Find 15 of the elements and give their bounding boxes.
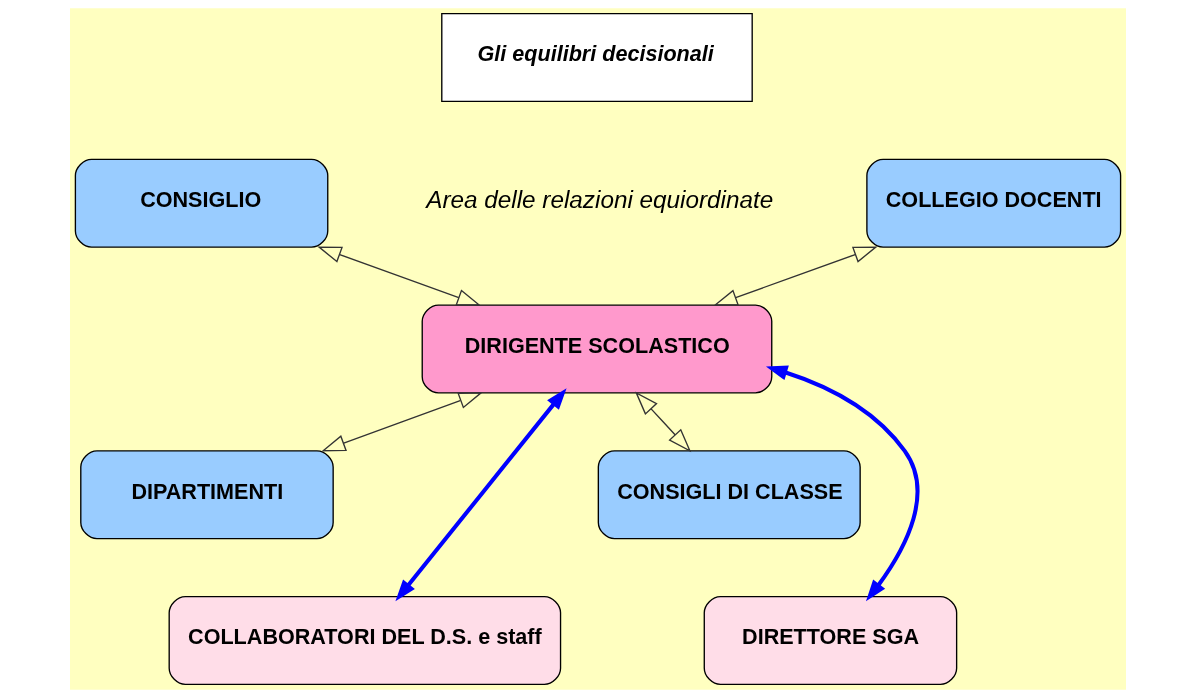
arrow	[765, 365, 920, 602]
arrow	[634, 391, 692, 453]
node-box: COLLEGIO DOCENTI	[866, 158, 1122, 248]
node-box: COLLABORATORI DEL D.S. e staff	[168, 595, 562, 686]
node-box: CONSIGLIO	[74, 158, 329, 248]
arrow	[321, 392, 483, 452]
arrow	[713, 246, 878, 306]
node-box: DIRETTORE SGA	[703, 595, 958, 686]
node-box: CONSIGLI DI CLASSE	[597, 450, 861, 540]
arrow	[395, 388, 567, 602]
arrow	[317, 246, 482, 306]
label: Area delle relazioni equiordinate	[426, 185, 774, 213]
node-box: DIPARTIMENTI	[80, 450, 334, 540]
node-box: DIRIGENTE SCOLASTICO	[421, 304, 773, 394]
node-box: Gli equilibri decisionali	[441, 12, 753, 103]
